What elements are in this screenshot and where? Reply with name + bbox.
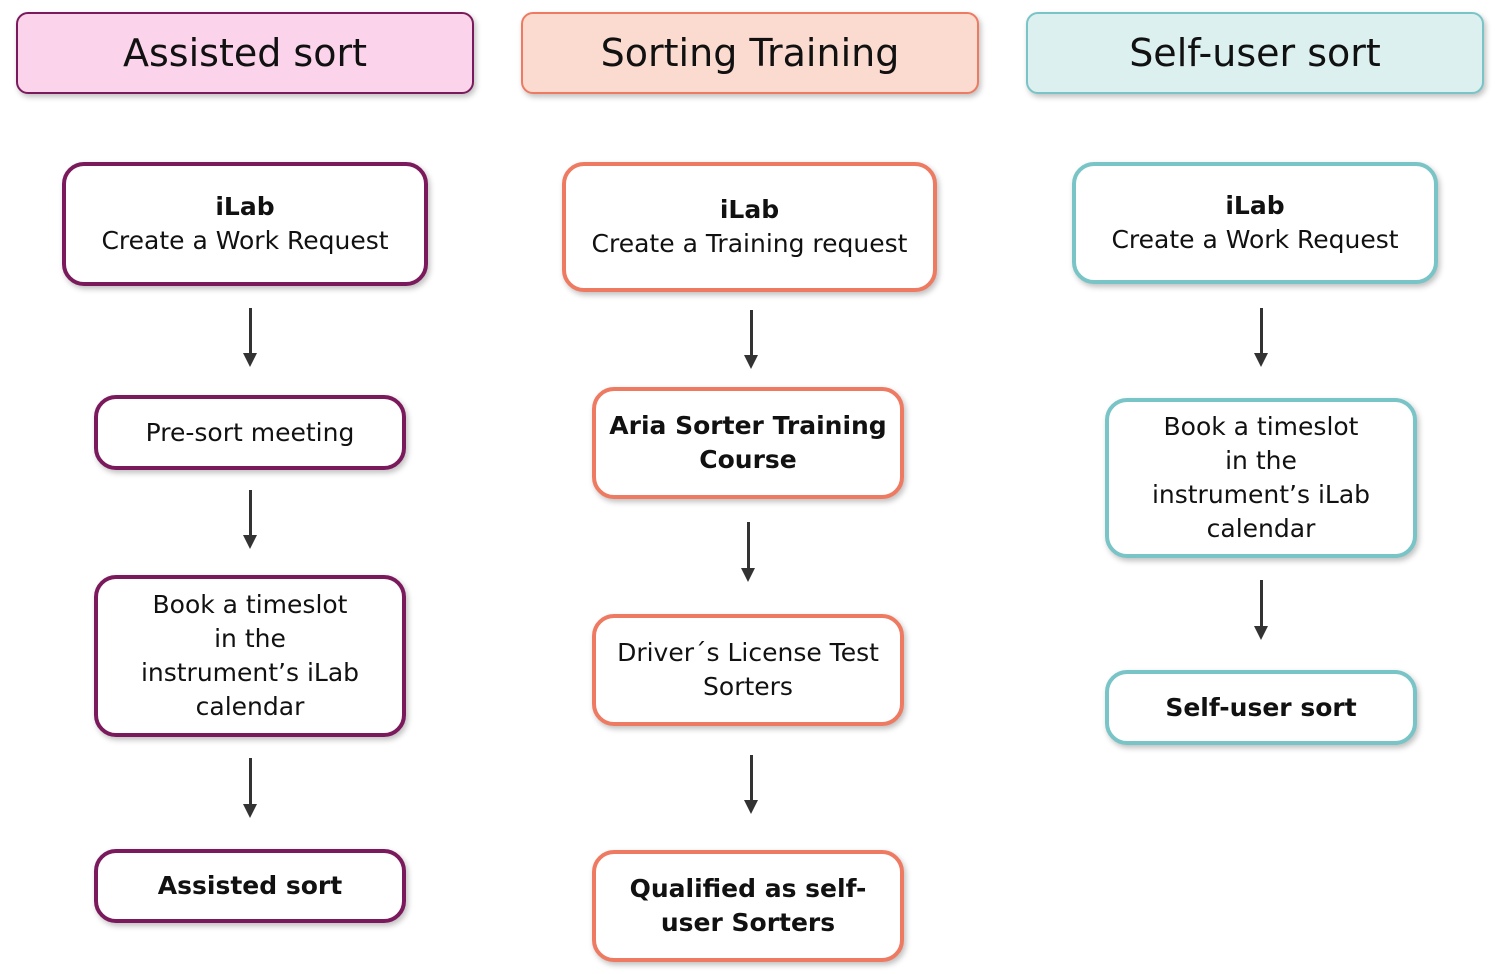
step-text: Pre-sort meeting bbox=[145, 417, 355, 447]
arrow-down-icon bbox=[243, 490, 257, 549]
step-book-timeslot: Book a timeslot in the instrument’s iLab… bbox=[1105, 398, 1417, 558]
header-sorting-training: Sorting Training bbox=[521, 12, 979, 94]
arrow-down-icon bbox=[1254, 580, 1268, 640]
step-assisted-sort: Assisted sort bbox=[94, 849, 406, 923]
step-pre-sort-meeting: Pre-sort meeting bbox=[94, 395, 406, 470]
arrow-down-icon bbox=[741, 522, 755, 582]
step-title: Qualified as self-user Sorters bbox=[629, 874, 867, 937]
arrow-down-icon bbox=[243, 758, 257, 818]
arrow-down-icon bbox=[1254, 308, 1268, 367]
arrow-down-icon bbox=[744, 755, 758, 814]
header-assisted-sort: Assisted sort bbox=[16, 12, 474, 94]
step-title: Self-user sort bbox=[1165, 692, 1357, 722]
arrow-down-icon bbox=[243, 308, 257, 367]
step-title: iLab bbox=[215, 192, 275, 221]
arrow-down-icon bbox=[744, 310, 758, 369]
step-drivers-license-test: Driver´s License Test Sorters bbox=[592, 614, 904, 726]
header-self-user-sort: Self-user sort bbox=[1026, 12, 1484, 94]
step-text: Book a timeslot in the instrument’s iLab… bbox=[1151, 412, 1371, 543]
step-title: Assisted sort bbox=[157, 871, 343, 900]
step-self-user-sort: Self-user sort bbox=[1105, 670, 1417, 745]
step-title: Aria Sorter Training Course bbox=[609, 411, 887, 474]
step-text: Create a Work Request bbox=[101, 226, 389, 255]
step-text: Book a timeslot in the instrument’s iLab… bbox=[140, 590, 360, 721]
step-title: iLab bbox=[719, 195, 780, 224]
step-aria-training-course: Aria Sorter Training Course bbox=[592, 387, 904, 499]
step-qualified-self-user: Qualified as self-user Sorters bbox=[592, 850, 904, 962]
step-title: iLab bbox=[1225, 191, 1285, 220]
step-text: Create a Work Request bbox=[1111, 225, 1399, 254]
step-book-timeslot: Book a timeslot in the instrument’s iLab… bbox=[94, 575, 406, 737]
step-text: Driver´s License Test Sorters bbox=[617, 638, 879, 701]
step-text: Create a Training request bbox=[591, 229, 908, 258]
